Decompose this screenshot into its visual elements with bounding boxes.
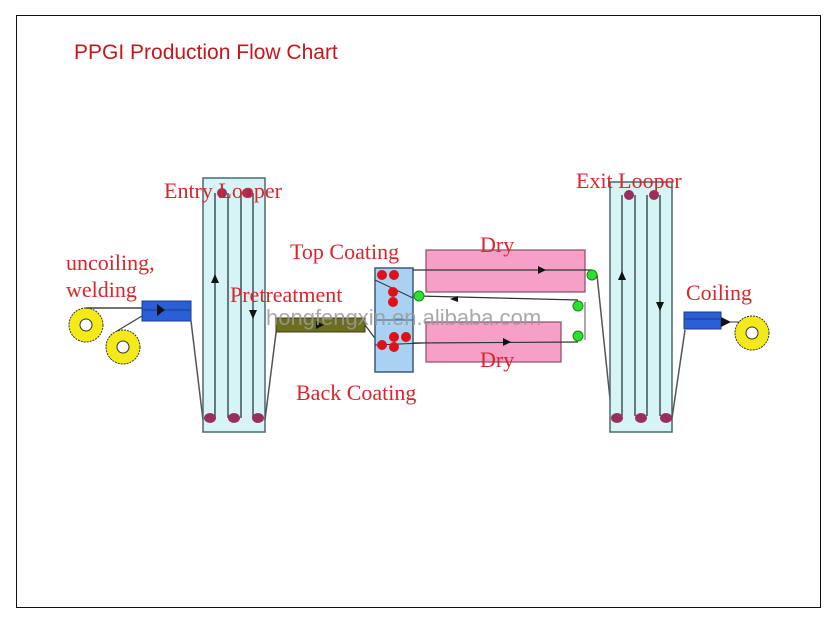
label-pretreatment: Pretreatment xyxy=(230,282,342,307)
dry-oven-top xyxy=(425,249,586,293)
guide-roller xyxy=(572,300,584,312)
coiler-block xyxy=(683,311,722,330)
uncoiler-coil-1 xyxy=(68,307,104,343)
roller xyxy=(242,188,252,198)
label-welding: welding xyxy=(66,277,137,302)
label-dry-top: Dry xyxy=(480,232,514,257)
roller xyxy=(228,413,240,423)
label-back-coating: Back Coating xyxy=(296,380,416,405)
label-exit-looper: Exit Looper xyxy=(576,168,682,193)
top-coating-rollers xyxy=(377,270,399,307)
label-dry-bottom: Dry xyxy=(480,347,514,372)
arrow-down-icon xyxy=(656,302,664,311)
arrow-icon xyxy=(157,304,165,316)
roller xyxy=(649,190,659,200)
guide-roller xyxy=(586,269,598,281)
roller xyxy=(624,190,634,200)
exit-looper xyxy=(609,181,673,433)
back-coating-rollers xyxy=(377,332,411,352)
roller xyxy=(635,413,647,423)
uncoiler-coil-2 xyxy=(105,329,141,365)
arrow-up-icon xyxy=(618,271,626,280)
roller xyxy=(611,413,623,423)
label-coiling: Coiling xyxy=(686,280,752,305)
strip-line xyxy=(116,315,143,332)
diagram-frame xyxy=(16,15,821,608)
coating-unit xyxy=(374,267,425,373)
arrow-down-icon xyxy=(249,310,257,319)
roller xyxy=(204,413,216,423)
roller xyxy=(660,413,672,423)
arrow-up-icon xyxy=(211,274,219,283)
entry-looper xyxy=(202,177,266,433)
recoiler-coil xyxy=(734,315,770,351)
label-top-coating: Top Coating xyxy=(290,239,399,264)
label-uncoiling: uncoiling, xyxy=(66,250,155,275)
roller xyxy=(217,188,227,198)
welder-block xyxy=(141,300,192,322)
roller xyxy=(252,413,264,423)
watermark: hongfengxin.en.alibaba.com xyxy=(266,305,541,330)
label-entry-looper: Entry Looper xyxy=(164,178,283,203)
diagram-title: PPGI Production Flow Chart xyxy=(74,41,338,64)
guide-roller xyxy=(572,330,584,342)
guide-roller xyxy=(413,290,425,302)
